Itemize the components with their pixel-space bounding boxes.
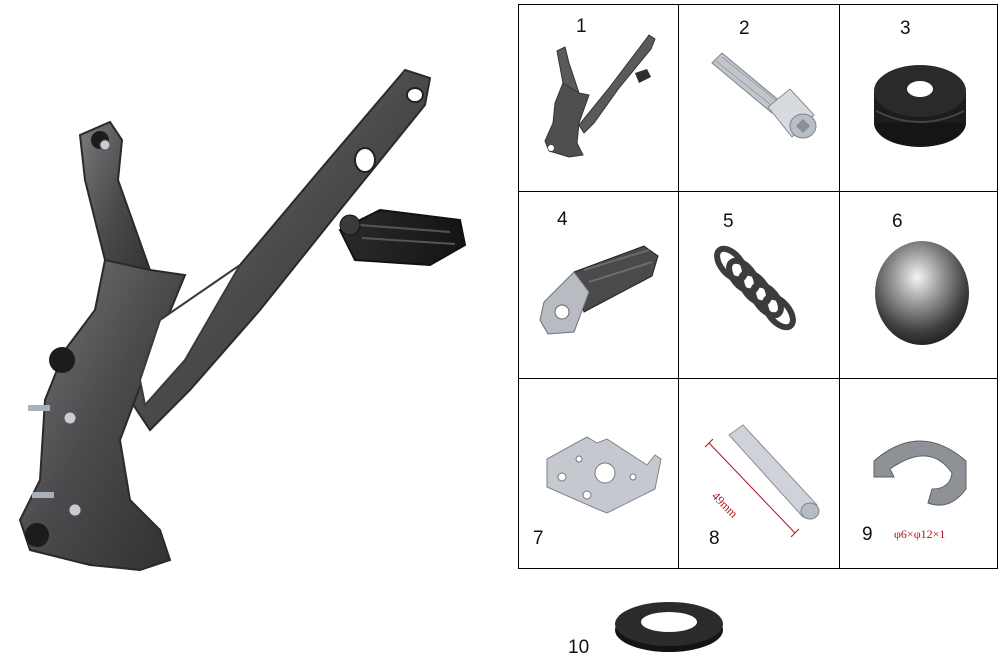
- part-cell-4: 4: [519, 192, 678, 378]
- steel-ball-image: [875, 241, 969, 345]
- clip-size-label: φ6×φ12×1: [894, 527, 946, 541]
- bolt-part-image: [711, 52, 817, 139]
- footpeg-bracket-assembly: [18, 68, 467, 572]
- part-number-3: 3: [900, 18, 911, 39]
- grid-divider: [519, 378, 997, 379]
- parts-grid: 1 2 3 4: [518, 4, 998, 569]
- part-cell-6: 6: [840, 192, 999, 378]
- pin-image: [704, 424, 820, 538]
- part-number-5: 5: [723, 211, 734, 232]
- part-number-2: 2: [739, 18, 750, 39]
- stop-plate-image: [546, 436, 662, 514]
- part-cell-3: 3: [840, 5, 999, 191]
- part-number-7: 7: [533, 528, 544, 549]
- flat-washer-image: [615, 602, 723, 652]
- part-number-4: 4: [557, 209, 568, 230]
- part-number-1: 1: [576, 16, 587, 37]
- part-cell-8: 8 49mm: [679, 379, 839, 570]
- part-number-8: 8: [709, 528, 720, 549]
- part-number-10: 10: [568, 637, 590, 658]
- foot-peg-image: [539, 245, 659, 335]
- part-cell-7: 7: [519, 379, 678, 570]
- part-number-6: 6: [892, 211, 903, 232]
- part-cell-1: 1: [519, 5, 678, 191]
- rubber-grommet-image: [874, 65, 966, 147]
- grid-divider: [839, 5, 840, 568]
- part-number-9: 9: [862, 524, 873, 545]
- grid-divider: [678, 5, 679, 568]
- spring-image: [714, 245, 796, 331]
- grid-divider: [519, 191, 997, 192]
- bracket-part-image: [544, 34, 656, 158]
- part-cell-5: 5: [679, 192, 839, 378]
- e-clip-image: [873, 440, 967, 506]
- part-cell-2: 2: [679, 5, 839, 191]
- part-cell-9: 9 φ6×φ12×1: [840, 379, 999, 570]
